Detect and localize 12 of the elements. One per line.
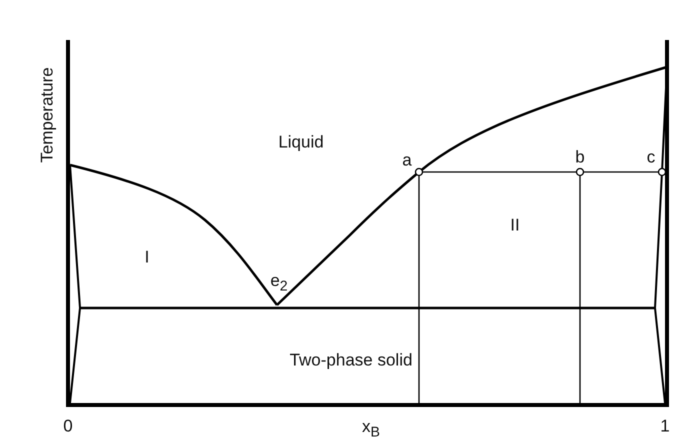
point-label: e$_{2}$ (270, 272, 288, 294)
region-label: Liquid (278, 134, 324, 150)
axis-title: Temperature (38, 67, 56, 163)
point-label: b (575, 148, 585, 166)
tick-label: 1 (660, 418, 670, 434)
point-label: a (402, 152, 412, 168)
region-label: Two-phase solid (290, 352, 412, 368)
axis-title: x$_{B}$ (362, 418, 380, 440)
tick-label: 0 (63, 418, 73, 434)
point-label: c (646, 148, 656, 166)
region-label: I (144, 248, 150, 266)
region-label: II (510, 216, 520, 234)
